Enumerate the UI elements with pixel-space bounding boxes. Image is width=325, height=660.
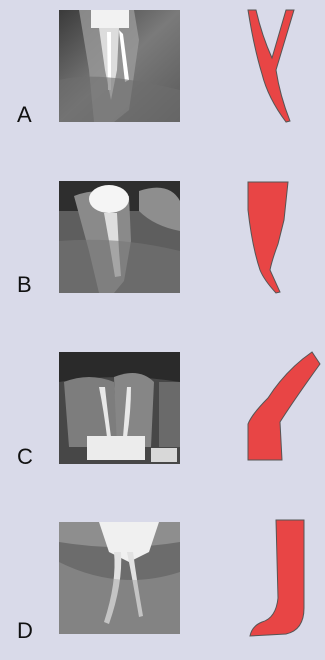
canal-j-curve-shape-icon: [246, 518, 308, 638]
panel-label-b: B: [17, 274, 32, 296]
canal-split-shape-icon: [246, 8, 296, 124]
panel-label-d: D: [17, 620, 33, 642]
panel-a: A: [0, 0, 325, 150]
canal-flared-curve-shape-icon: [246, 350, 322, 464]
panel-b: B: [0, 170, 325, 320]
radiograph-b: [59, 181, 180, 293]
radiograph-d: [59, 522, 180, 634]
radiograph-a: [59, 10, 180, 122]
panel-label-c: C: [17, 446, 33, 468]
panel-c: C: [0, 340, 325, 490]
canal-tapered-hook-shape-icon: [246, 180, 292, 294]
panel-label-a: A: [17, 104, 32, 126]
radiograph-c: [59, 352, 180, 464]
